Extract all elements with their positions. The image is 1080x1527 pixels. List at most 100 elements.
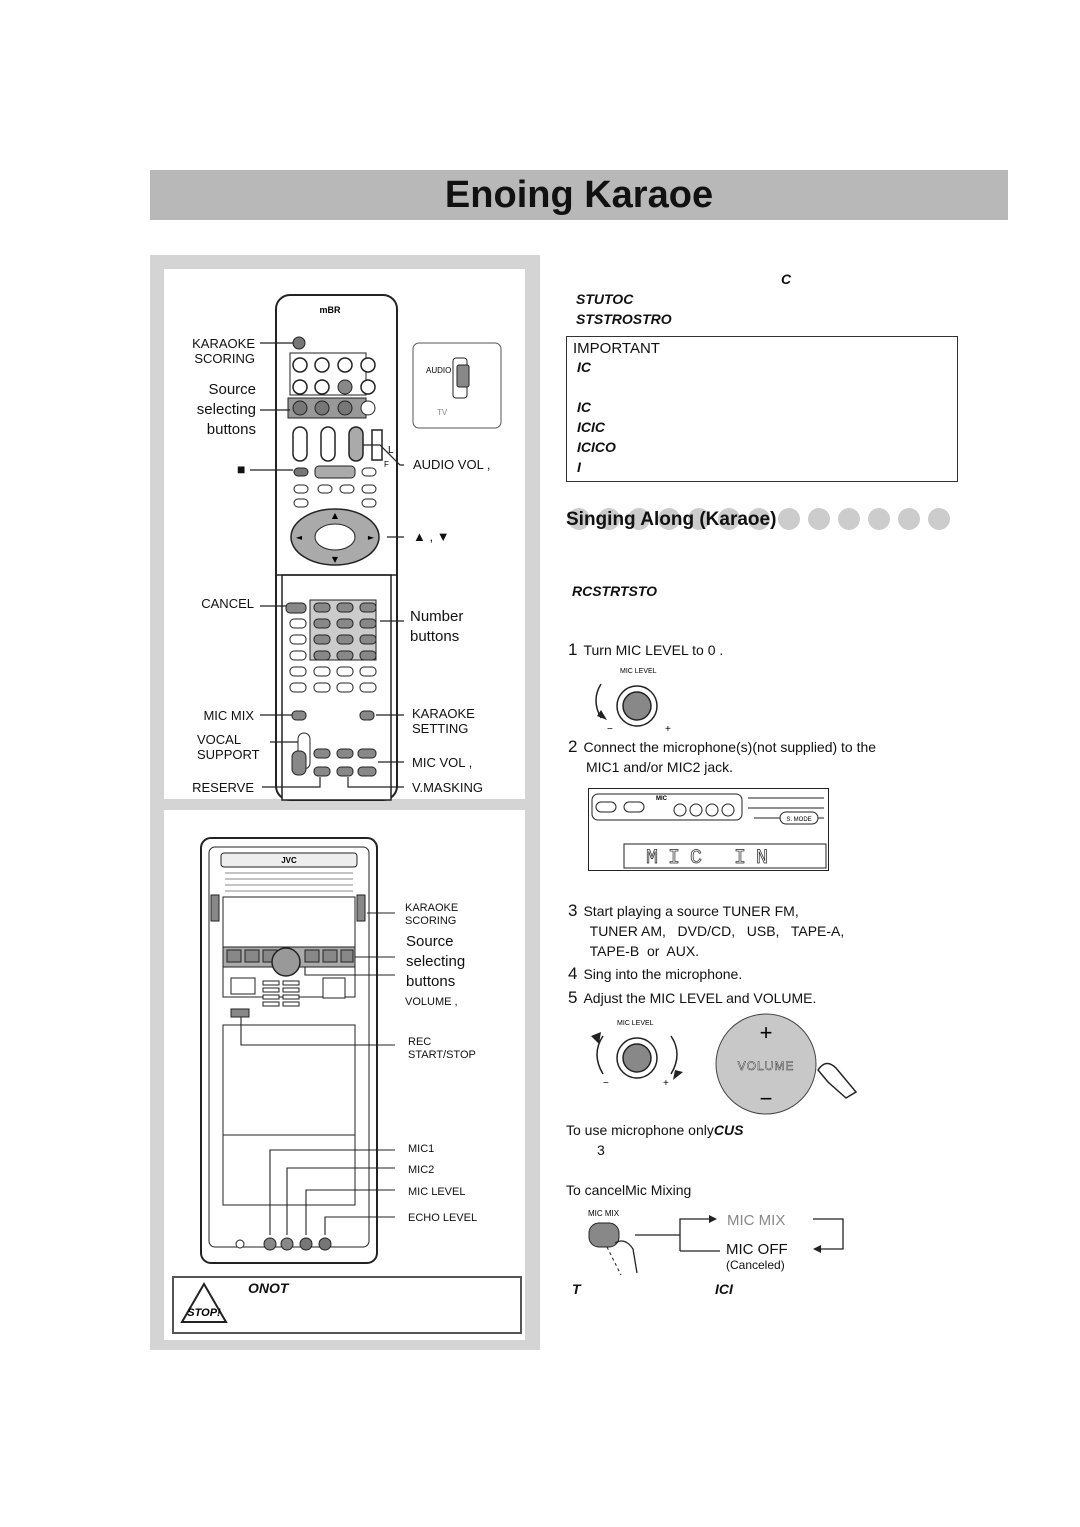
unit-brand: JVC — [281, 856, 297, 865]
number-button[interactable] — [336, 650, 354, 661]
mic-mix-button-label: MIC MIX — [588, 1209, 620, 1218]
svg-text:▼: ▼ — [332, 555, 339, 564]
section-heading-dots — [568, 508, 950, 530]
unit-label-echo-level: ECHO LEVEL — [408, 1212, 478, 1224]
volume-knob-illustration: + VOLUME − — [715, 1013, 858, 1115]
rec-start-stop-button[interactable] — [230, 1008, 250, 1018]
mic-level-knob[interactable] — [622, 691, 652, 721]
source-button[interactable] — [337, 400, 353, 416]
number-button[interactable] — [336, 618, 354, 629]
mic-level-knob-illustration: MIC LEVEL − + — [595, 668, 671, 734]
remote-brand: mBR — [319, 305, 341, 315]
unit-label-mic1: MIC1 — [408, 1143, 435, 1155]
stop-sign-icon: STOP! — [180, 1282, 228, 1323]
important-line: I — [577, 459, 581, 475]
number-button[interactable] — [359, 634, 377, 645]
number-button[interactable] — [313, 618, 331, 629]
label-cancel: CANCEL — [201, 596, 254, 611]
number-button[interactable] — [359, 602, 377, 613]
stop-button[interactable] — [293, 467, 309, 477]
source-unit-button[interactable] — [322, 949, 338, 963]
state-canceled-note: (Canceled) — [726, 1258, 785, 1272]
mic-vol-button[interactable] — [357, 748, 377, 759]
karaoke-scoring-unit-button[interactable] — [356, 894, 366, 922]
v-masking-button[interactable] — [357, 766, 377, 777]
page-title: Enoing Karaoe — [444, 174, 714, 216]
mic-level-knob[interactable] — [299, 1237, 313, 1251]
lcd-text: MIC IN — [646, 847, 778, 870]
number-button[interactable] — [336, 634, 354, 645]
audio-vol-button[interactable] — [348, 426, 364, 462]
source-unit-button[interactable] — [226, 949, 242, 963]
finger-icon — [817, 1062, 858, 1099]
cancel-button[interactable] — [285, 602, 307, 614]
svg-text:◄: ◄ — [296, 533, 303, 542]
label-mic-vol: MIC VOL , — [412, 755, 473, 770]
echo-level-knob[interactable] — [318, 1237, 332, 1251]
label-audio-vol: AUDIO VOL , — [413, 457, 491, 472]
remote-control-illustration: mBR ▲ ▼ ◄ ► — [250, 294, 502, 801]
mic-mix-button[interactable] — [588, 1222, 620, 1248]
label-mic-mix: MIC MIX — [203, 708, 254, 723]
knob-label: MIC LEVEL — [620, 668, 657, 675]
svg-text:▲: ▲ — [332, 511, 339, 520]
source-unit-button[interactable] — [304, 949, 320, 963]
mic2-jack[interactable] — [280, 1237, 294, 1251]
main-unit-illustration: JVC — [200, 837, 395, 1264]
volume-knob[interactable] — [271, 947, 301, 977]
mic-level-knob[interactable] — [622, 1043, 652, 1073]
caution-text: ONOT — [248, 1280, 289, 1296]
footer-left: T — [572, 1281, 581, 1297]
mic-level-knob-illustration-2: MIC LEVEL − + — [591, 1020, 683, 1089]
mic-only-text: To use microphone onlyCUS — [566, 1122, 744, 1138]
number-button[interactable] — [313, 602, 331, 613]
number-button[interactable] — [359, 618, 377, 629]
audio-tv-switch[interactable] — [456, 364, 470, 388]
subsection-title: RCSTRTSTO — [572, 583, 658, 599]
mic-only-ref: 3 — [597, 1142, 605, 1158]
karaoke-setting-button[interactable] — [359, 710, 375, 721]
mode-label-audio: AUDIO — [426, 366, 451, 375]
volume-label: VOLUME — [738, 1059, 795, 1073]
enter-button[interactable] — [314, 523, 356, 551]
number-button[interactable] — [359, 650, 377, 661]
page-title-bar: Enoing Karaoe — [150, 170, 1008, 220]
mic-mix-cycle-illustration: MIC MIX — [588, 1209, 844, 1276]
source-button[interactable] — [292, 400, 308, 416]
important-box: IMPORTANT IC IC ICIC ICICO I — [566, 336, 958, 482]
volume-plus: + — [760, 1020, 773, 1045]
source-button[interactable] — [314, 400, 330, 416]
number-button[interactable] — [313, 634, 331, 645]
source-unit-button[interactable] — [244, 949, 260, 963]
number-button[interactable] — [336, 602, 354, 613]
label-up-down: ▲ , ▼ — [413, 529, 450, 544]
cancel-mix-text: To cancelMic Mixing — [566, 1182, 692, 1198]
mic1-jack[interactable] — [263, 1237, 277, 1251]
unit-label-mic2: MIC2 — [408, 1164, 435, 1176]
mode-label-tv: TV — [437, 408, 448, 417]
knob-plus-2: + — [663, 1078, 669, 1089]
caution-box: STOP! ONOT — [172, 1276, 522, 1334]
karaoke-scoring-button[interactable] — [292, 336, 306, 350]
svg-text:►: ► — [368, 533, 375, 542]
state-mic-mix: MIC MIX — [727, 1212, 786, 1229]
mic-mix-button[interactable] — [291, 710, 307, 721]
display-panel-illustration: MIC S. MODE MIC IN — [588, 788, 829, 871]
reserve-button[interactable] — [313, 766, 331, 777]
volume-minus: − — [760, 1086, 773, 1111]
switch-label-l: L — [388, 445, 394, 456]
important-line: ICIC — [577, 419, 605, 435]
number-button[interactable] — [313, 650, 331, 661]
intro-line-1: STUTOC — [576, 291, 634, 307]
stop-sign-text: STOP! — [187, 1307, 221, 1319]
vocal-support-button[interactable] — [291, 750, 307, 776]
label-reserve: RESERVE — [192, 780, 254, 795]
